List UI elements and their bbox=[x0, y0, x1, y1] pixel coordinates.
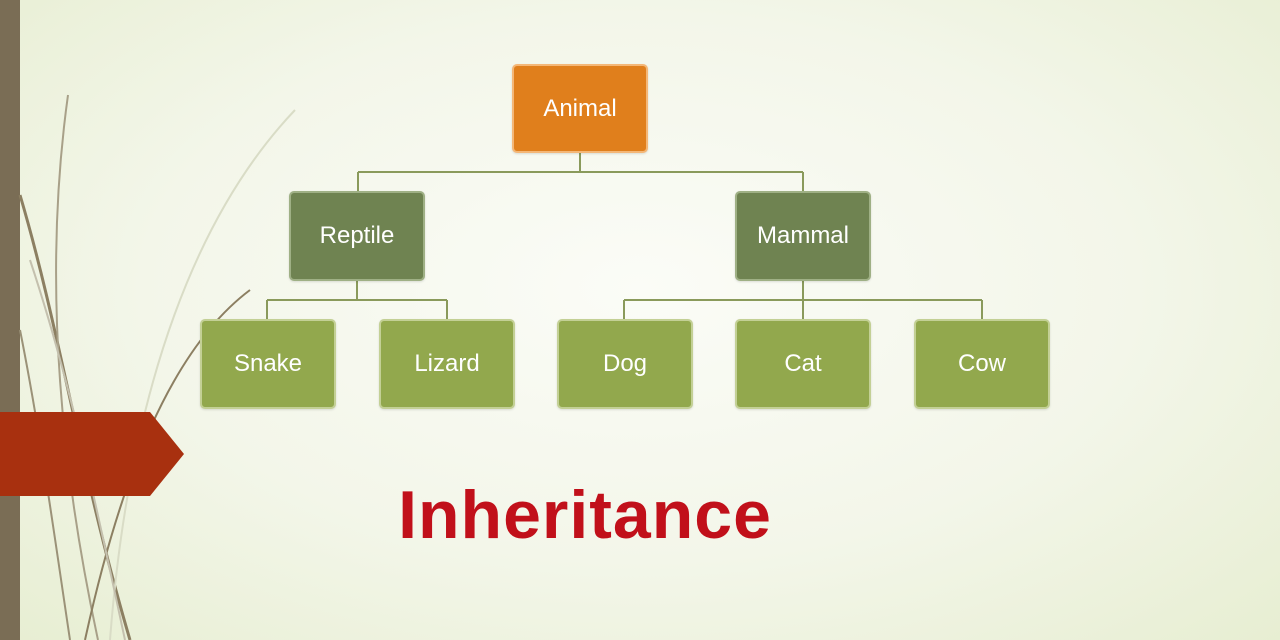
node-animal-label: Animal bbox=[543, 94, 617, 122]
node-reptile-label: Reptile bbox=[319, 222, 395, 249]
node-lizard: Lizard bbox=[379, 319, 515, 409]
node-lizard-label: Lizard bbox=[414, 350, 480, 377]
slide-title: Inheritance bbox=[398, 477, 772, 553]
node-cow: Cow bbox=[914, 319, 1050, 409]
connector-mammal-to-children bbox=[623, 280, 983, 320]
node-snake: Snake bbox=[200, 319, 336, 409]
arrow-banner bbox=[0, 412, 184, 496]
node-cat: Cat bbox=[735, 319, 871, 409]
node-mammal-label: Mammal bbox=[756, 222, 849, 249]
connector-reptile-to-children bbox=[266, 280, 448, 320]
node-animal: Animal bbox=[512, 64, 648, 153]
connector-animal-to-groups bbox=[357, 152, 804, 192]
node-dog: Dog bbox=[557, 319, 693, 409]
node-reptile: Reptile bbox=[289, 191, 425, 281]
node-dog-label: Dog bbox=[602, 350, 648, 377]
node-snake-label: Snake bbox=[233, 350, 303, 377]
node-cat-label: Cat bbox=[784, 350, 822, 377]
node-cow-label: Cow bbox=[957, 350, 1006, 377]
node-mammal: Mammal bbox=[735, 191, 871, 281]
